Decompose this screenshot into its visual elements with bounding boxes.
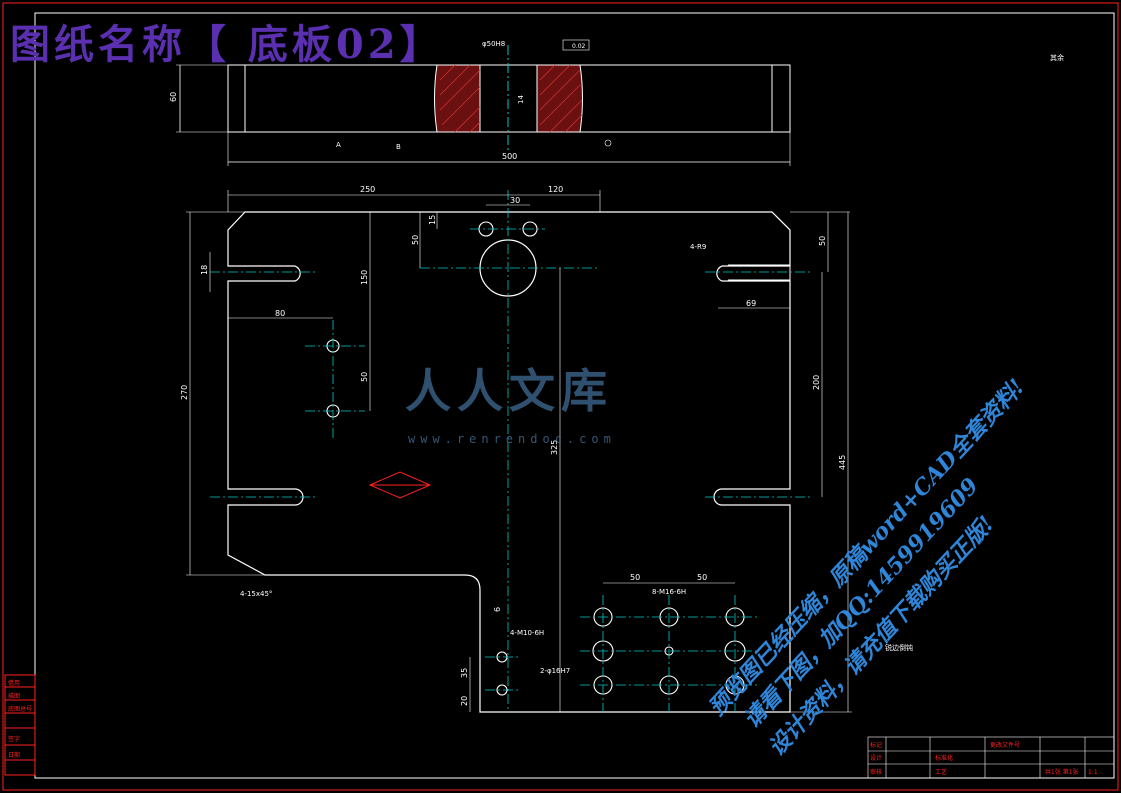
top-view: 60 500 φ50H8 14 0.02 A B — [169, 39, 791, 166]
dim-69: 69 — [746, 299, 756, 308]
dim-35: 35 — [460, 668, 469, 678]
watermark-url: www.renrendoc.com — [408, 432, 616, 446]
corner-note: 其余 — [1050, 53, 1064, 62]
title-block-cell: 标准化 — [935, 754, 953, 762]
dim-18: 18 — [200, 265, 209, 275]
title-block-sheet: 共1张 第1张 — [1045, 768, 1079, 776]
dim-6: 6 — [493, 607, 502, 612]
top-bore-depth: 14 — [517, 95, 525, 104]
dim-80: 80 — [275, 309, 285, 318]
dim-325: 325 — [550, 440, 559, 455]
plan-view: 250 120 30 50 15 18 150 80 50 270 50 69 … — [180, 53, 1064, 713]
dim-50-bottom-b: 50 — [697, 573, 707, 582]
datum-a-label: A — [336, 141, 341, 149]
title-block-scale: 1:1 — [1088, 769, 1098, 776]
top-thickness-dim: 60 — [169, 92, 178, 102]
dim-250: 250 — [360, 185, 375, 194]
title-block-cell: 设计 — [870, 754, 882, 762]
title-block-cell: 更改文件号 — [990, 741, 1020, 749]
dim-200: 200 — [812, 375, 821, 390]
dim-270: 270 — [180, 385, 189, 400]
side-table-cell: 底图总号 — [8, 705, 32, 713]
callout-r9: 4-R9 — [690, 243, 706, 251]
dim-50-bottom-a: 50 — [630, 573, 640, 582]
watermark-logo: 人人文库 — [405, 364, 613, 418]
dim-30: 30 — [510, 196, 520, 205]
dim-15: 15 — [428, 215, 437, 225]
dim-50-left: 50 — [411, 235, 420, 245]
datum-b-label: B — [396, 143, 401, 151]
dim-50-right-top: 50 — [818, 236, 827, 246]
inner-frame — [34, 12, 1115, 779]
title-block — [867, 736, 1115, 779]
drawing-title-banner: 图纸名称【 底板02】 — [10, 21, 444, 68]
dim-50-mid: 50 — [360, 372, 369, 382]
title-block-cell: 标记 — [870, 741, 882, 749]
title-block-cell: 工艺 — [935, 768, 947, 776]
dim-20: 20 — [460, 696, 469, 706]
callout-chamfer: 4-15x45° — [240, 590, 272, 598]
callout-m16: 8-M16-6H — [652, 588, 686, 596]
side-table-cell: 借用 — [8, 679, 20, 687]
title-block-cell: 审核 — [870, 768, 882, 776]
side-table-cell: 签字 — [8, 735, 20, 743]
dim-445: 445 — [838, 455, 847, 470]
top-bore-dim: φ50H8 — [482, 40, 505, 48]
side-table-cell: 日期 — [8, 751, 20, 759]
material-note: 锐边倒钝 — [885, 643, 913, 652]
dim-150: 150 — [360, 270, 369, 285]
flatness-callout: 0.02 — [572, 43, 586, 50]
callout-m10: 4-M10-6H — [510, 629, 544, 637]
side-table-cell: 描图 — [8, 692, 20, 700]
dim-120: 120 — [548, 185, 563, 194]
callout-pin-holes: 2-φ16H7 — [540, 667, 570, 675]
top-length-dim: 500 — [502, 152, 517, 161]
side-table — [4, 674, 36, 776]
